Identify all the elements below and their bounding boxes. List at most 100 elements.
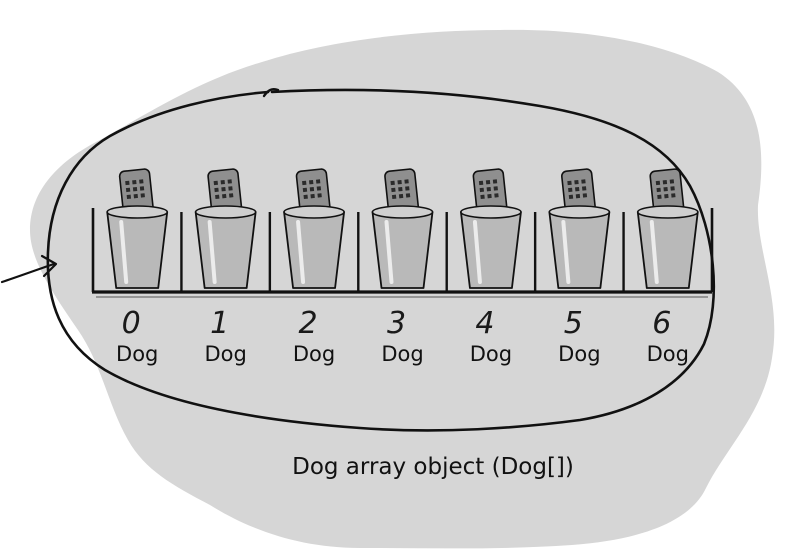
cell-type-label: Dog [381,342,423,366]
remote-button [670,186,675,191]
remote-button [657,194,662,200]
remote-button [222,193,227,199]
remote-button [391,187,396,193]
cup-rim [548,205,611,219]
cell-type-label: Dog [558,342,600,366]
remote-button [132,186,138,192]
remote-button [228,193,234,198]
remote-button [302,180,307,186]
cell-type-label: Dog [470,342,512,366]
remote-button [303,194,308,200]
remote-button [398,193,404,199]
cup-rim [371,205,434,219]
remote-button [493,186,498,191]
remote-button [671,193,676,198]
cup-rim [194,205,257,219]
remote-button [478,180,484,186]
remote-button [391,194,397,200]
remote-button [575,186,580,192]
remote-button [581,186,587,191]
caption-label: Dog array object (Dog[]) [292,454,574,480]
remote-button [215,194,220,200]
remote-button [494,193,499,198]
remote-button [214,187,219,193]
cup-icon [194,211,257,289]
remote-button [397,180,402,185]
remote-button [125,180,130,186]
cup-highlight [384,220,394,284]
arrow-head [40,254,58,278]
cup-highlight [207,220,217,284]
remote-button [656,187,661,193]
remote-button [133,193,138,199]
cup-rim [283,205,345,219]
remote-button [492,179,498,184]
remote-button [221,186,226,192]
remote-button [390,180,395,186]
cell-index-label: 6 [652,306,671,341]
cup-icon [460,211,522,289]
cell-type-label: Dog [204,342,246,366]
arrow-icon [0,262,56,284]
remote-button [228,186,233,191]
cup-highlight [649,220,659,284]
remote-button [227,179,232,184]
cell-index-label: 5 [564,306,583,341]
remote-button [398,186,403,192]
remote-button [582,193,588,198]
cup-icon [106,211,169,289]
cup-highlight [472,220,482,284]
remote-button [581,179,586,184]
remote-button [404,179,409,184]
cup-highlight [119,220,129,284]
remote-button [139,186,145,191]
cell-type-label: Dog [116,342,158,366]
cup-rim [106,205,169,219]
array-shelf [91,208,714,298]
remote-button [139,179,144,184]
remote-button [486,186,491,192]
cell-index-label: 4 [475,306,494,341]
remote-button [310,193,315,199]
remote-button [317,193,322,198]
remote-button [405,193,411,198]
remote-button [568,187,573,193]
remote-button [485,180,491,185]
remote-button [655,180,661,186]
remote-button [213,180,219,186]
remote-button [575,193,581,199]
remote-button [308,180,314,185]
remote-button [479,187,485,193]
remote-button [568,194,574,200]
remote-button [140,193,145,198]
remote-button [662,180,668,185]
remote-button [574,180,579,185]
remote-button [487,193,492,199]
oval-overlap-stroke [262,88,280,98]
remote-button [567,180,572,186]
remote-button [663,186,668,192]
remote-button [125,187,131,193]
cell-index-label: 2 [299,306,318,341]
remote-button [126,194,132,200]
cell-index-label: 0 [122,306,141,341]
remote-button [220,180,225,185]
cup-icon [636,211,699,289]
remote-button [669,179,675,184]
remote-button [315,179,321,184]
cup-icon [548,211,611,289]
remote-button [309,186,315,192]
cell-type-label: Dog [647,342,689,366]
remote-button [316,186,322,191]
remote-button [405,186,410,191]
cell-index-label: 3 [387,306,406,341]
